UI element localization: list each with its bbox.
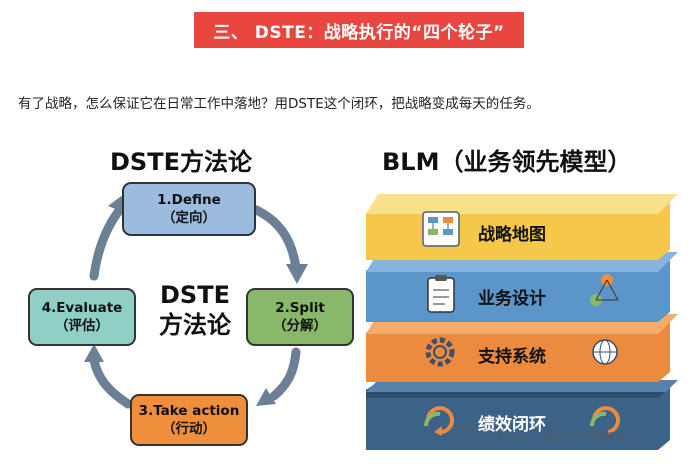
dste-center-label: DSTE 方法论 bbox=[140, 280, 250, 340]
gear-icon bbox=[425, 337, 455, 367]
watermark-text: 公众号 · 碳硅化合物AI bbox=[480, 428, 629, 446]
cycle-arrow-3 bbox=[89, 355, 133, 409]
step-split-name: 2.Split bbox=[275, 300, 325, 316]
step-action-name: 3.Take action bbox=[138, 403, 240, 419]
blm-layer-label-strategy: 战略地图 bbox=[478, 225, 546, 245]
wechat-icon bbox=[452, 426, 476, 447]
cycle-arrow-2 bbox=[269, 347, 301, 401]
cycle-arrowhead-3 bbox=[84, 344, 104, 362]
step-evaluate-name: 4.Evaluate bbox=[41, 300, 123, 316]
dste-title: DSTE方法论 bbox=[110, 148, 252, 176]
step-split-cn: （分解） bbox=[273, 318, 327, 334]
strategy-map-icon bbox=[422, 211, 460, 247]
dste-step-evaluate: 4.Evaluate （评估） bbox=[28, 288, 136, 346]
step-action-cn: （行动） bbox=[162, 421, 216, 437]
cycle-arrows-icon bbox=[423, 406, 620, 436]
cycle-arrow-4 bbox=[89, 207, 123, 281]
step-evaluate-cn: （评估） bbox=[55, 318, 109, 334]
blm-title: BLM（业务领先模型） bbox=[382, 148, 632, 176]
blm-layer-label-support: 支持系统 bbox=[478, 347, 546, 367]
network-nodes-icon bbox=[590, 274, 624, 306]
section-banner: 三、 DSTE：战略执行的“四个轮子” bbox=[194, 12, 524, 48]
step-define-name: 1.Define bbox=[157, 192, 221, 208]
blm-layer-label-performance: 绩效闭环 bbox=[478, 415, 546, 435]
dste-step-split: 2.Split （分解） bbox=[246, 288, 354, 346]
clipboard-icon bbox=[427, 275, 455, 313]
globe-people-icon bbox=[592, 339, 618, 365]
cycle-arrow-1 bbox=[247, 203, 301, 273]
intro-text: 有了战略，怎么保证它在日常工作中落地？用DSTE这个闭环，把战略变成每天的任务。 bbox=[18, 96, 540, 112]
center-label-line2: 方法论 bbox=[159, 311, 231, 339]
cycle-arrowhead-1 bbox=[286, 264, 308, 284]
center-label-line1: DSTE bbox=[160, 281, 230, 309]
blm-layer-label-design: 业务设计 bbox=[478, 289, 546, 309]
dste-step-take-action: 3.Take action （行动） bbox=[130, 394, 248, 446]
step-define-cn: （定向） bbox=[162, 210, 216, 226]
cycle-arrowhead-2 bbox=[256, 388, 276, 406]
watermark: 公众号 · 碳硅化合物AI bbox=[452, 426, 629, 447]
dste-step-define: 1.Define （定向） bbox=[122, 182, 256, 236]
